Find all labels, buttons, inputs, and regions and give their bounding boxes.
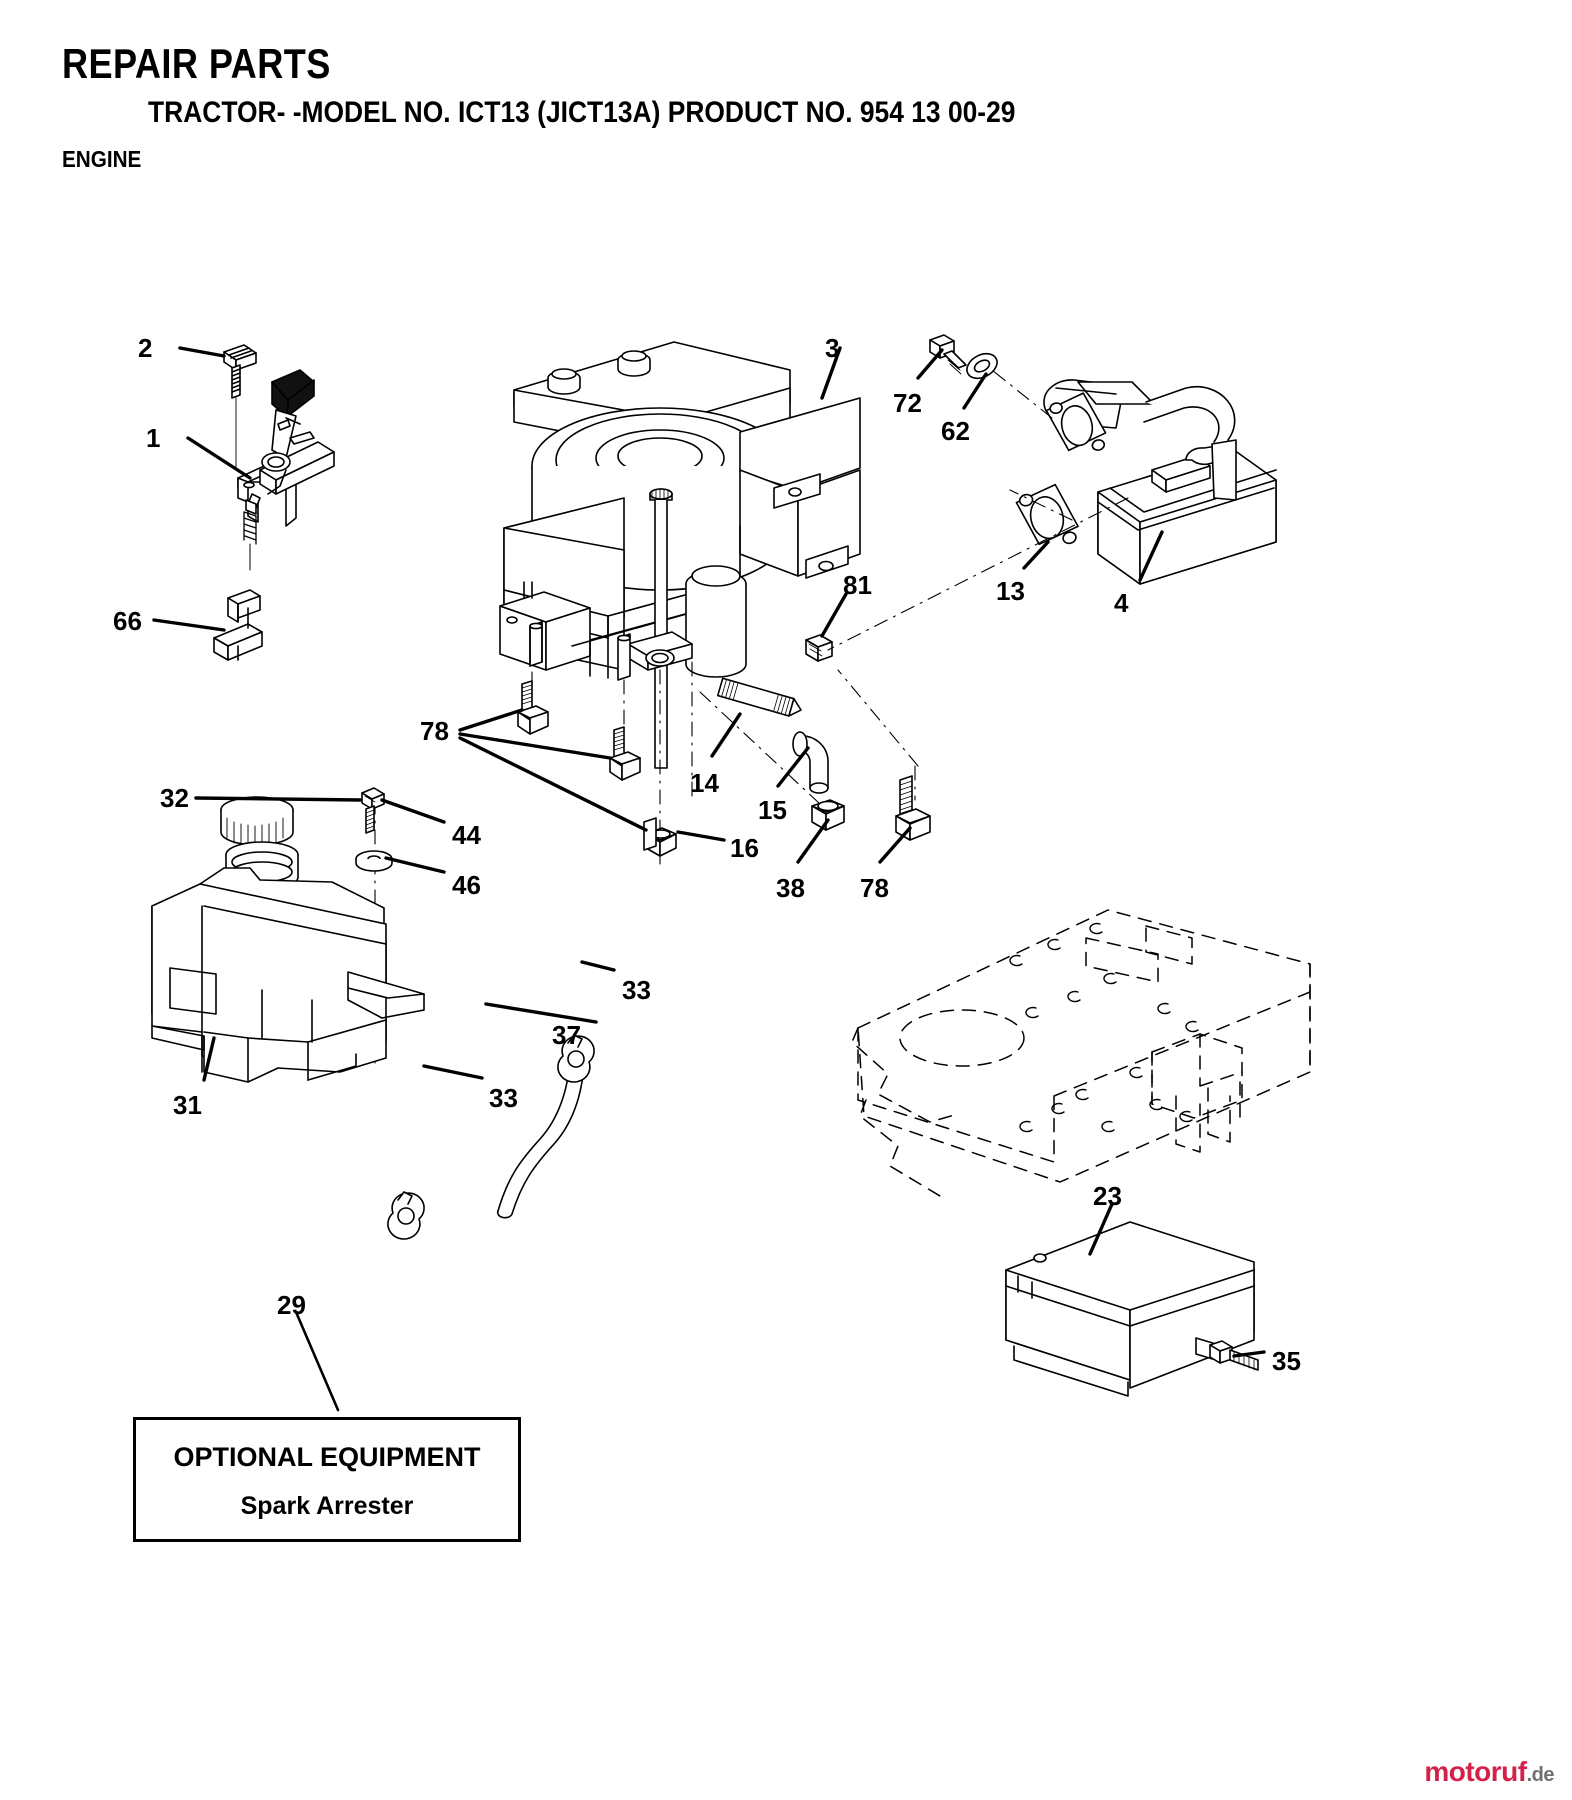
chassis-phantom bbox=[851, 909, 1311, 1197]
bolt-78-c bbox=[895, 775, 931, 841]
callout-78: 78 bbox=[420, 716, 449, 746]
fuel-tank-31 bbox=[151, 841, 425, 1083]
optional-equipment-box: OPTIONAL EQUIPMENT Spark Arrester bbox=[133, 1417, 521, 1542]
callout-78-b: 78 bbox=[860, 873, 889, 903]
callout-1: 1 bbox=[146, 423, 161, 453]
callout-37: 37 bbox=[552, 1020, 581, 1050]
bolt-78-b bbox=[609, 726, 641, 781]
callout-13: 13 bbox=[996, 576, 1025, 606]
callout-44: 44 bbox=[452, 820, 481, 850]
callout-4: 4 bbox=[1114, 588, 1129, 618]
throttle-control-assembly bbox=[223, 344, 335, 571]
bracket-66 bbox=[213, 589, 263, 661]
gasket-13 bbox=[1015, 483, 1079, 546]
muffler-4 bbox=[1097, 385, 1277, 585]
callout-3: 3 bbox=[825, 333, 840, 363]
optional-equipment-item: Spark Arrester bbox=[240, 1492, 414, 1520]
callout-66: 66 bbox=[113, 606, 142, 636]
fuel-cap-32 bbox=[220, 796, 294, 849]
heat-shield-23 bbox=[1005, 1221, 1255, 1397]
model-subtitle: TRACTOR- -MODEL NO. ICT13 (JICT13A) PROD… bbox=[148, 96, 1016, 129]
callout-14: 14 bbox=[690, 768, 719, 798]
bolt-78-a bbox=[517, 680, 549, 735]
callout-15: 15 bbox=[758, 795, 787, 825]
callout-29: 29 bbox=[277, 1290, 306, 1320]
callout-2: 2 bbox=[138, 333, 153, 363]
watermark-tld: .de bbox=[1526, 1764, 1555, 1786]
leader-lines bbox=[152, 346, 1266, 1358]
nut-81 bbox=[805, 634, 833, 662]
section-label: ENGINE bbox=[62, 146, 142, 172]
clamp-33-top bbox=[557, 1034, 595, 1083]
page-title: REPAIR PARTS bbox=[62, 40, 331, 87]
clamp-33-bottom bbox=[387, 1191, 425, 1240]
exhaust-pipe bbox=[1043, 379, 1155, 452]
callout-33-b: 33 bbox=[489, 1083, 518, 1113]
callout-16: 16 bbox=[730, 833, 759, 863]
watermark-name: motoruf bbox=[1424, 1756, 1527, 1787]
optional-equipment-heading: OPTIONAL EQUIPMENT bbox=[173, 1442, 481, 1472]
engine-assembly bbox=[499, 341, 861, 769]
callout-35: 35 bbox=[1272, 1346, 1301, 1376]
washer-46 bbox=[355, 850, 393, 872]
callout-46: 46 bbox=[452, 870, 481, 900]
chassis-holes bbox=[1009, 922, 1199, 1133]
callout-32: 32 bbox=[160, 783, 189, 813]
callout-81: 81 bbox=[843, 570, 872, 600]
bolt-16-lower bbox=[643, 817, 657, 851]
callout-33: 33 bbox=[622, 975, 651, 1005]
callout-38: 38 bbox=[776, 873, 805, 903]
nut-38 bbox=[811, 799, 845, 831]
nipple-14 bbox=[716, 677, 802, 717]
screw-throttle bbox=[223, 344, 257, 469]
screw-44 bbox=[361, 787, 385, 834]
callout-23: 23 bbox=[1093, 1181, 1122, 1211]
center-lines bbox=[374, 369, 1129, 1071]
callout-31: 31 bbox=[173, 1090, 202, 1120]
screw-35 bbox=[1209, 1340, 1259, 1371]
callout-72: 72 bbox=[893, 388, 922, 418]
watermark: motoruf.de bbox=[1424, 1756, 1554, 1788]
callout-62: 62 bbox=[941, 416, 970, 446]
washer-62 bbox=[966, 352, 998, 380]
bolt-72 bbox=[929, 334, 967, 375]
